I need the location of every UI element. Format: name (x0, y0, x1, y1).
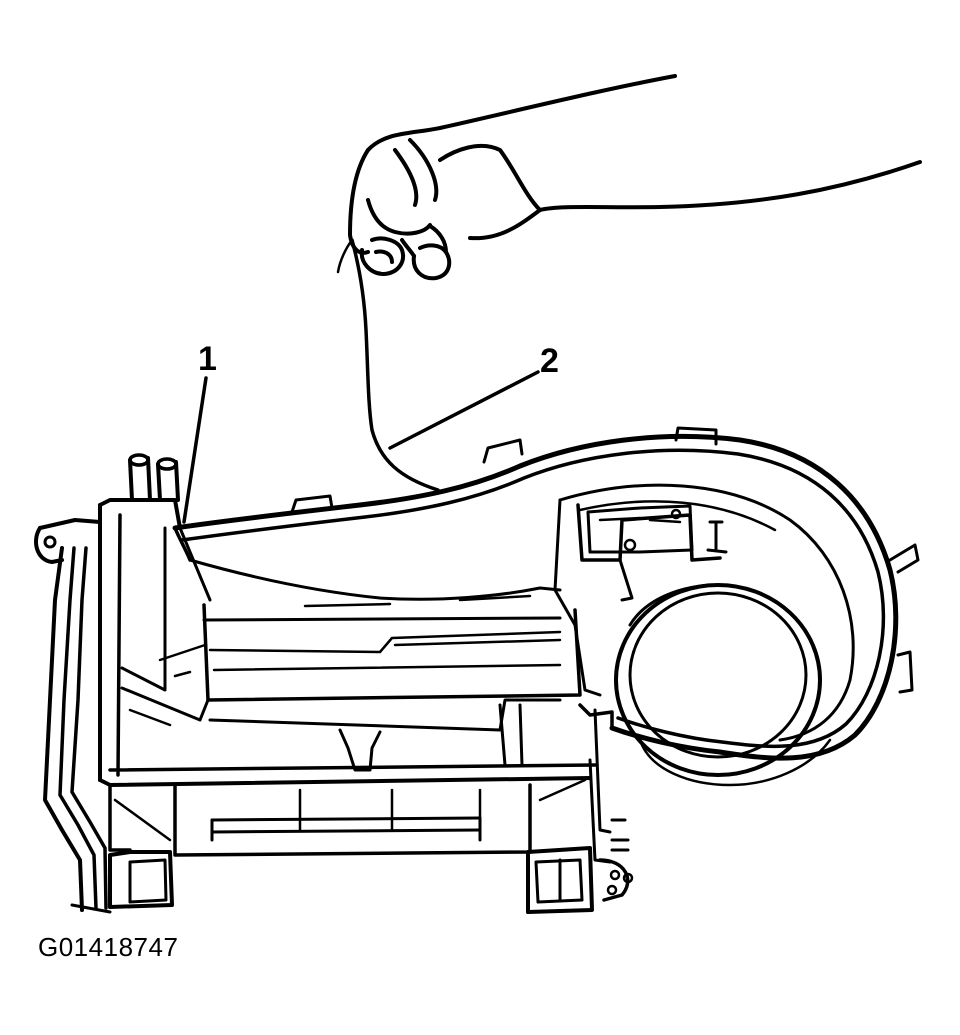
leader-line-1 (182, 376, 208, 524)
figure-id-label: G01418747 (38, 932, 179, 962)
leader-lines (182, 370, 540, 524)
string-item (336, 238, 440, 492)
leader-line-2 (388, 370, 540, 450)
hvac-housing (34, 426, 920, 914)
hand-illustration (348, 74, 922, 281)
callout-label-1: 1 (198, 340, 217, 378)
callout-label-2: 2 (540, 342, 559, 380)
